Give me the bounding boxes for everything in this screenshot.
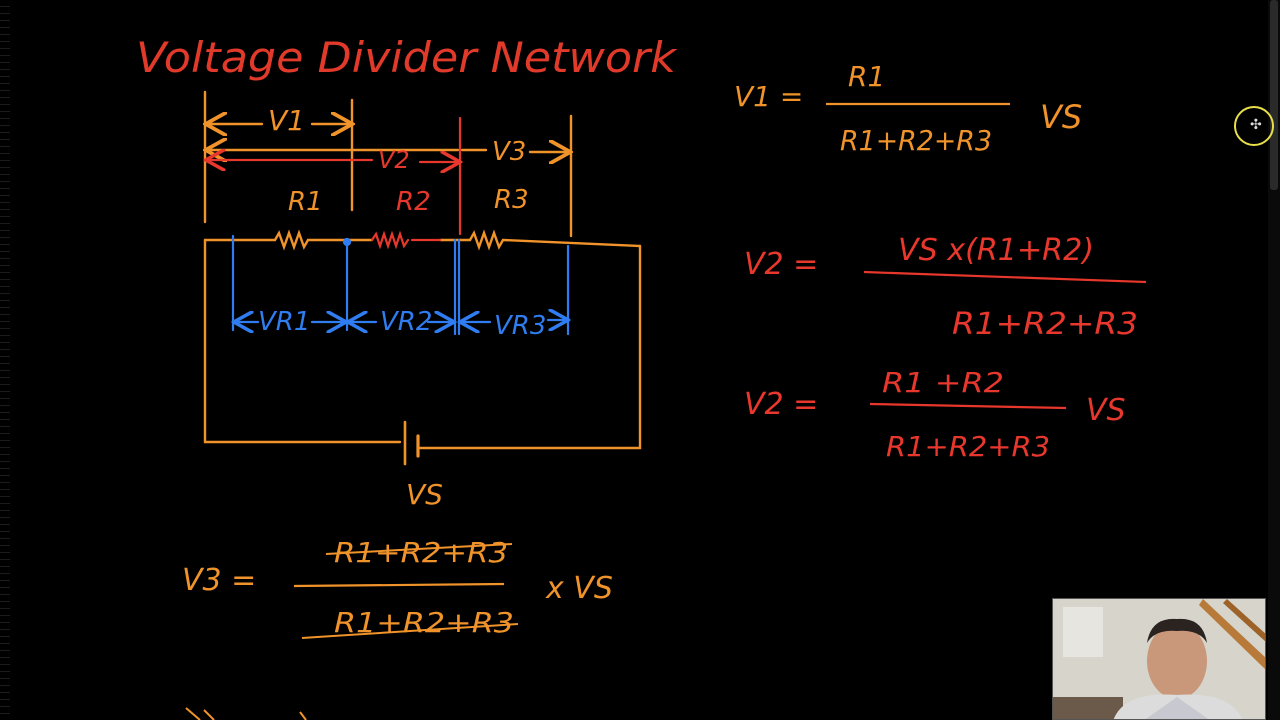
- label-vr3: VR3: [494, 311, 546, 341]
- eq-v1-factor: VS: [1040, 98, 1082, 136]
- eq-v2b-den: R1+R2+R3: [886, 430, 1050, 463]
- eq-v3-factor: x VS: [545, 571, 613, 606]
- eq-v2a-num: VS x(R1+R2): [898, 233, 1094, 268]
- label-r3: R3: [494, 185, 529, 215]
- eq-v2a-den: R1+R2+R3: [952, 307, 1138, 342]
- circuit-wiring: [205, 90, 642, 466]
- equation-v2-simplified: V2 = R1 +R2 R1+R2+R3 VS: [744, 366, 1126, 463]
- equation-v1: V1 = R1 R1+R2+R3 VS: [734, 60, 1082, 157]
- label-v1: V1: [268, 104, 305, 137]
- crosshair-icon: ✣: [1250, 117, 1262, 133]
- eq-v1-num: R1: [848, 60, 885, 93]
- presenter-video: [1053, 599, 1265, 719]
- pen-cursor-icon: [1234, 106, 1274, 146]
- label-vr2: VR2: [380, 307, 432, 337]
- eq-v1-lhs: V1 =: [734, 80, 803, 113]
- eq-v2a-lhs: V2 =: [744, 247, 818, 282]
- label-r1: R1: [288, 187, 323, 217]
- equation-v3: V3 = R1+R2+R3 R1+R2+R3 x VS: [182, 536, 613, 639]
- vertical-scrollbar[interactable]: [1268, 0, 1280, 720]
- label-v2: V2: [378, 146, 410, 174]
- left-ruler: [0, 0, 10, 720]
- eq-v2b-factor: VS: [1086, 393, 1126, 428]
- board-title: Voltage Divider Network: [136, 33, 678, 82]
- eq-v2b-num: R1 +R2: [882, 366, 1004, 399]
- equation-v2-expanded: V2 = VS x(R1+R2) R1+R2+R3: [744, 233, 1147, 342]
- label-v3: V3: [492, 137, 526, 167]
- scrollbar-thumb[interactable]: [1270, 0, 1278, 190]
- eq-v2b-lhs: V2 =: [744, 387, 818, 422]
- label-vs: VS: [406, 478, 443, 511]
- eq-v3-lhs: V3 =: [182, 563, 256, 598]
- voltage-drop-markers: [233, 234, 568, 336]
- v2-annotation: [208, 116, 460, 250]
- webcam-overlay: [1052, 598, 1266, 720]
- eq-v1-den: R1+R2+R3: [840, 124, 992, 157]
- label-r2: R2: [396, 187, 431, 217]
- label-vr1: VR1: [258, 307, 310, 337]
- partial-next-line: [185, 707, 307, 720]
